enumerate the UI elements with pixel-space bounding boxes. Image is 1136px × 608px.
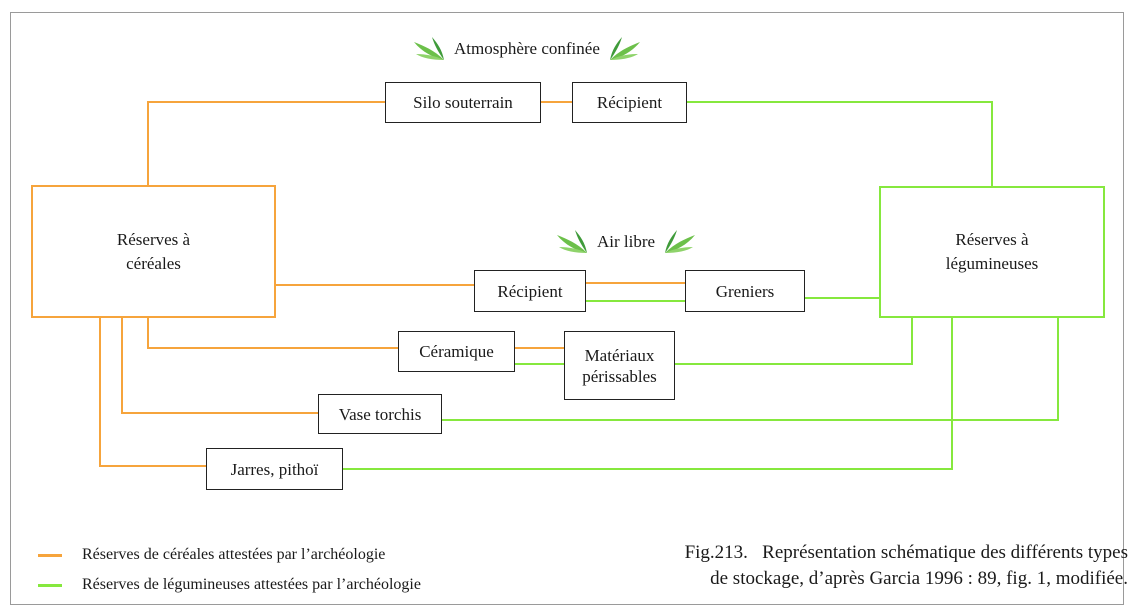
materiaux-line1: Matériaux [584, 345, 655, 365]
figure-caption: Fig.213. Représentation schématique des … [685, 540, 1128, 592]
silo-box: Silo souterrain [385, 82, 541, 123]
caption-line1: Fig.213. Représentation schématique des … [684, 542, 1128, 563]
grass-icon [414, 37, 444, 60]
legume-line-vase [442, 318, 1059, 421]
legume-reserves-line2: légumineuses [945, 254, 1039, 273]
heading-open-air: Air libre [555, 229, 697, 255]
legume-line-jarres [343, 318, 953, 470]
legume-line-recipient-top [687, 101, 993, 186]
grass-icon [665, 230, 696, 253]
heading-confined-text: Atmosphère confinée [454, 39, 600, 58]
grass-icon [557, 230, 587, 253]
greniers-box: Greniers [685, 270, 805, 312]
legend-cereal-text: Réserves de céréales attestées par l’arc… [82, 546, 386, 563]
figure-frame [10, 12, 1124, 605]
legend-legume-text: Réserves de légumineuses attestées par l… [82, 576, 421, 593]
cereal-line-silo [147, 101, 385, 185]
materiaux-box: Matériaux périssables [564, 331, 675, 400]
recipient-mid-box: Récipient [474, 270, 586, 312]
legend-cereal-swatch [38, 553, 62, 557]
legend-cereal: Réserves de céréales attestées par l’arc… [38, 546, 385, 564]
legume-line-materiaux [675, 318, 913, 365]
legume-reserves-box: Réserves à légumineuses [879, 186, 1105, 318]
jarres-box: Jarres, pithoï [206, 448, 343, 490]
legend-legume-swatch [38, 583, 62, 587]
cereal-line-vase [121, 318, 318, 414]
vase-box: Vase torchis [318, 394, 442, 434]
cereal-line-jarres [99, 318, 206, 467]
cereal-reserves-line1: Réserves à [116, 229, 191, 249]
cereal-reserves-box: Réserves à céréales [31, 185, 276, 318]
recipient-top-box: Récipient [572, 82, 687, 123]
heading-open-air-text: Air libre [597, 232, 656, 251]
cereal-line-ceramique [147, 318, 398, 349]
caption-line2: de stockage, d’après Garcia 1996 : 89, f… [710, 568, 1128, 589]
materiaux-line2: périssables [582, 366, 657, 386]
cereal-reserves-line2: céréales [126, 253, 181, 273]
legend-legume: Réserves de légumineuses attestées par l… [38, 576, 421, 594]
heading-confined: Atmosphère confinée [412, 36, 642, 62]
ceramique-box: Céramique [398, 331, 515, 372]
grass-icon [609, 37, 640, 60]
legume-reserves-line1: Réserves à [955, 230, 1029, 249]
